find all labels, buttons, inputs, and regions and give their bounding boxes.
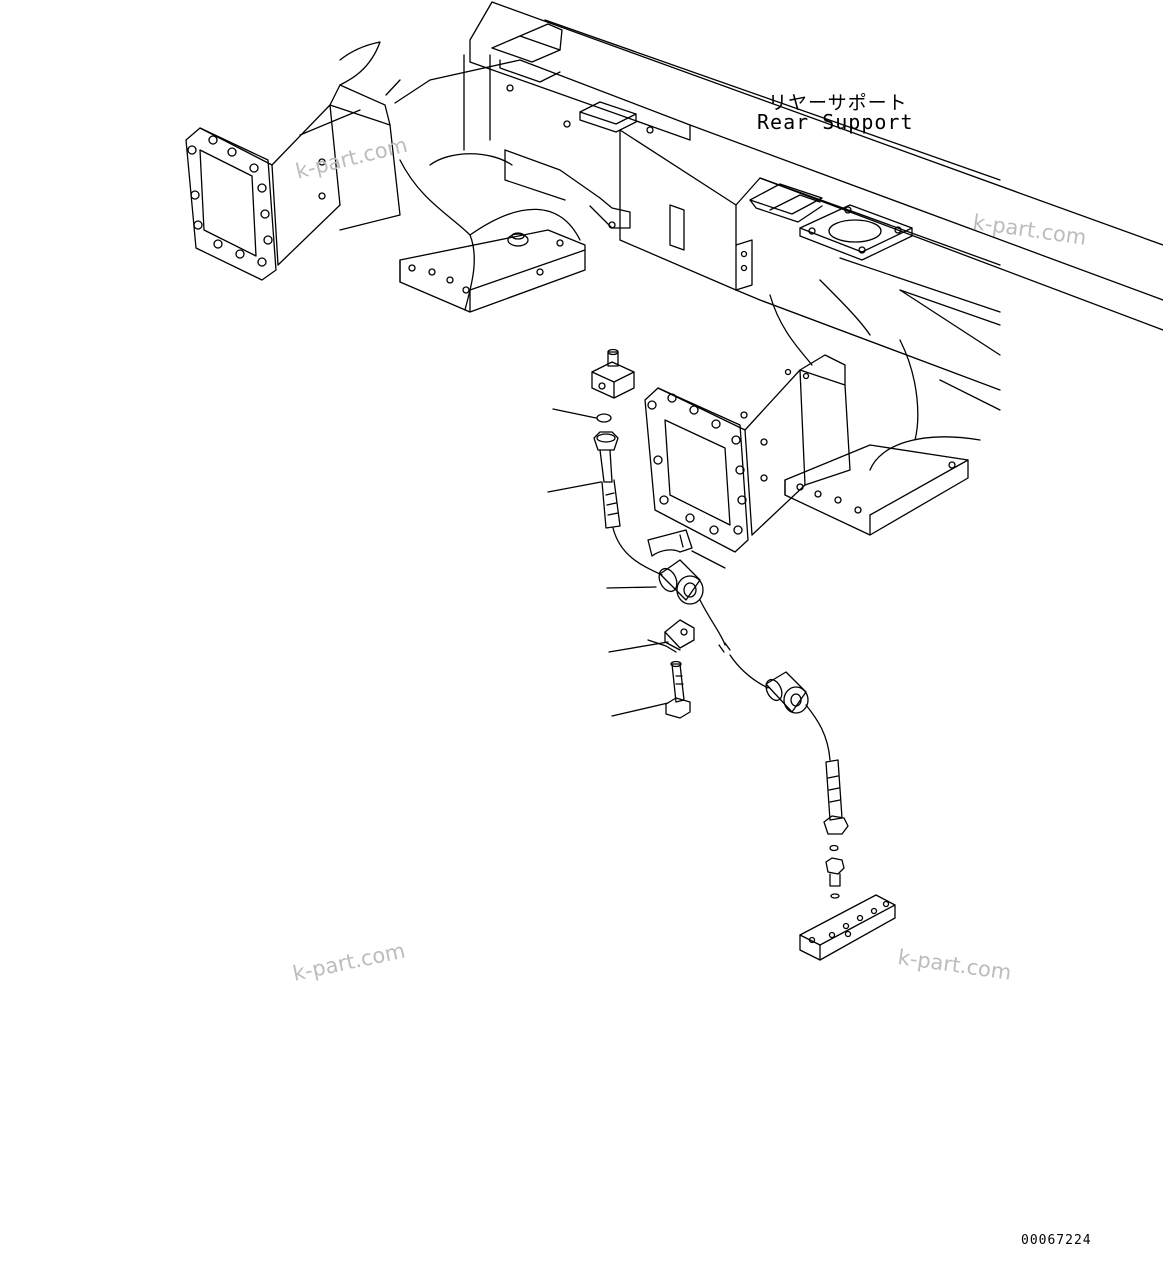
left-axle-flange (185, 41, 431, 281)
assembly-label-japanese: リヤーサポート (768, 92, 908, 114)
left-support-leg (399, 153, 586, 313)
assembly-label-english: Rear Support (757, 110, 914, 134)
right-support-leg (784, 339, 1001, 536)
rear-support-frame (429, 1, 1163, 391)
leader-lines (547, 408, 726, 717)
drawing-number: 00067224 (1021, 1233, 1092, 1248)
right-axle-flange (644, 279, 871, 553)
grease-line-assembly (591, 348, 896, 961)
